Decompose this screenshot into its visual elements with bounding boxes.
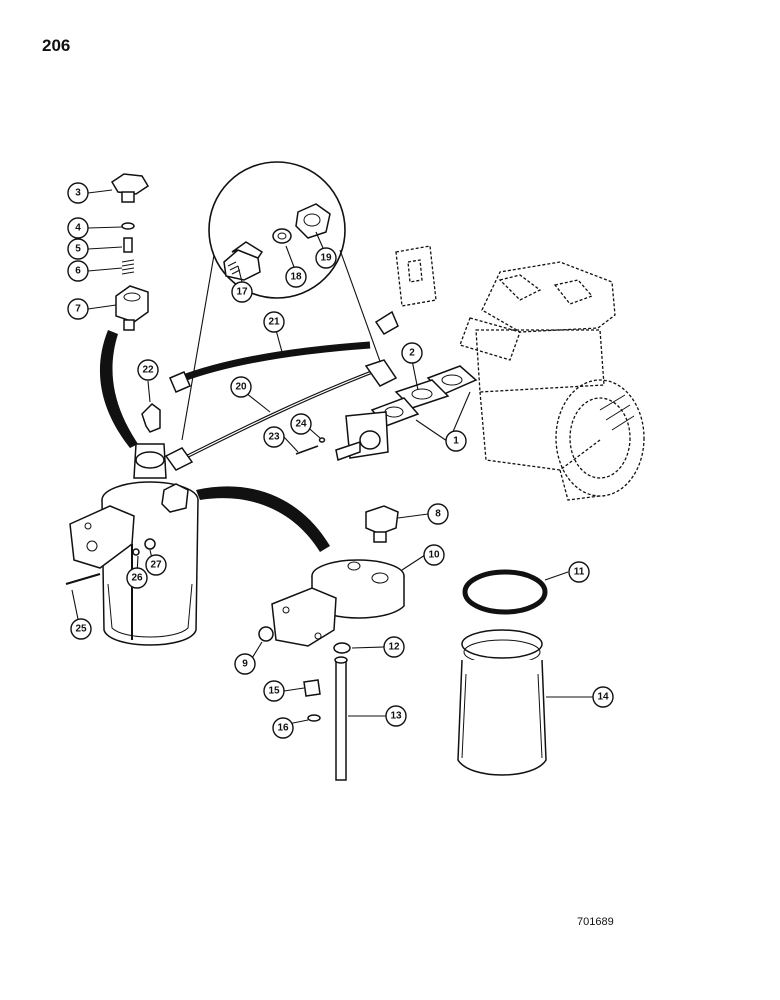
svg-text:10: 10 bbox=[428, 550, 440, 561]
svg-text:24: 24 bbox=[295, 419, 307, 430]
callout-13: 13 bbox=[385, 705, 407, 727]
svg-text:6: 6 bbox=[75, 266, 81, 277]
air-compressor bbox=[395, 245, 645, 501]
plug-8 bbox=[365, 505, 399, 543]
svg-text:15: 15 bbox=[268, 686, 280, 697]
spring-15 bbox=[303, 679, 321, 697]
svg-text:2: 2 bbox=[409, 348, 415, 359]
svg-text:25: 25 bbox=[75, 624, 87, 635]
callout-20: 20 bbox=[230, 376, 252, 398]
valve-stack bbox=[110, 173, 150, 331]
svg-text:18: 18 bbox=[290, 272, 302, 283]
callout-1: 1 bbox=[445, 430, 467, 452]
svg-text:20: 20 bbox=[235, 382, 247, 393]
callout-19: 19 bbox=[315, 247, 337, 269]
compressor-gaskets bbox=[335, 365, 478, 462]
glass-bowl-14 bbox=[457, 629, 547, 776]
fittings-inset bbox=[181, 161, 387, 441]
svg-text:21: 21 bbox=[268, 317, 280, 328]
svg-text:5: 5 bbox=[75, 244, 81, 255]
svg-text:26: 26 bbox=[131, 573, 143, 584]
filter-assembly bbox=[65, 443, 199, 646]
svg-text:8: 8 bbox=[435, 509, 441, 520]
page-number: 206 bbox=[42, 36, 71, 55]
callout-27: 27 bbox=[145, 554, 167, 576]
callout-25: 25 bbox=[70, 618, 92, 640]
callout-18: 18 bbox=[285, 266, 307, 288]
svg-text:16: 16 bbox=[277, 723, 289, 734]
callout-23: 23 bbox=[263, 426, 285, 448]
svg-text:9: 9 bbox=[242, 659, 248, 670]
gasket-11 bbox=[462, 569, 548, 615]
svg-text:3: 3 bbox=[75, 188, 81, 199]
svg-text:12: 12 bbox=[388, 642, 400, 653]
seal-12 bbox=[333, 642, 351, 654]
callout-16: 16 bbox=[272, 717, 294, 739]
svg-text:17: 17 bbox=[236, 287, 248, 298]
callout-14: 14 bbox=[592, 686, 614, 708]
svg-text:1: 1 bbox=[453, 436, 459, 447]
filter-head-10 bbox=[271, 559, 405, 647]
elbow-22 bbox=[141, 403, 161, 433]
callout-6: 6 bbox=[67, 260, 89, 282]
leader-lines bbox=[71, 189, 593, 725]
callout-2: 2 bbox=[401, 342, 423, 364]
callout-3: 3 bbox=[67, 182, 89, 204]
tube-nut-19 bbox=[295, 203, 331, 239]
callout-10: 10 bbox=[423, 544, 445, 566]
callout-8: 8 bbox=[427, 503, 449, 525]
figure-code: 701689 bbox=[577, 916, 614, 928]
tubes bbox=[164, 310, 399, 471]
callout-24: 24 bbox=[290, 413, 312, 435]
svg-text:13: 13 bbox=[390, 711, 402, 722]
callout-4: 4 bbox=[67, 217, 89, 239]
callout-21: 21 bbox=[263, 311, 285, 333]
union-fitting-17 bbox=[223, 241, 264, 281]
callout-26: 26 bbox=[126, 567, 148, 589]
ball-9 bbox=[258, 626, 274, 642]
sleeve-18 bbox=[272, 228, 292, 244]
svg-text:22: 22 bbox=[142, 365, 154, 376]
callout-17: 17 bbox=[231, 281, 253, 303]
svg-text:7: 7 bbox=[75, 304, 81, 315]
callout-7: 7 bbox=[67, 298, 89, 320]
washer-16 bbox=[307, 714, 321, 722]
standpipe-13 bbox=[334, 656, 348, 781]
callout-12: 12 bbox=[383, 636, 405, 658]
callout-9: 9 bbox=[234, 653, 256, 675]
svg-text:14: 14 bbox=[597, 692, 609, 703]
callout-15: 15 bbox=[263, 680, 285, 702]
svg-text:4: 4 bbox=[75, 223, 81, 234]
svg-text:23: 23 bbox=[268, 432, 280, 443]
assembly-arrows bbox=[99, 330, 330, 552]
svg-text:19: 19 bbox=[320, 253, 332, 264]
svg-text:11: 11 bbox=[574, 567, 585, 578]
callout-11: 11 bbox=[568, 561, 590, 583]
pin-23-24 bbox=[295, 437, 326, 455]
callout-5: 5 bbox=[67, 238, 89, 260]
callout-22: 22 bbox=[137, 359, 159, 381]
svg-text:27: 27 bbox=[150, 560, 162, 571]
